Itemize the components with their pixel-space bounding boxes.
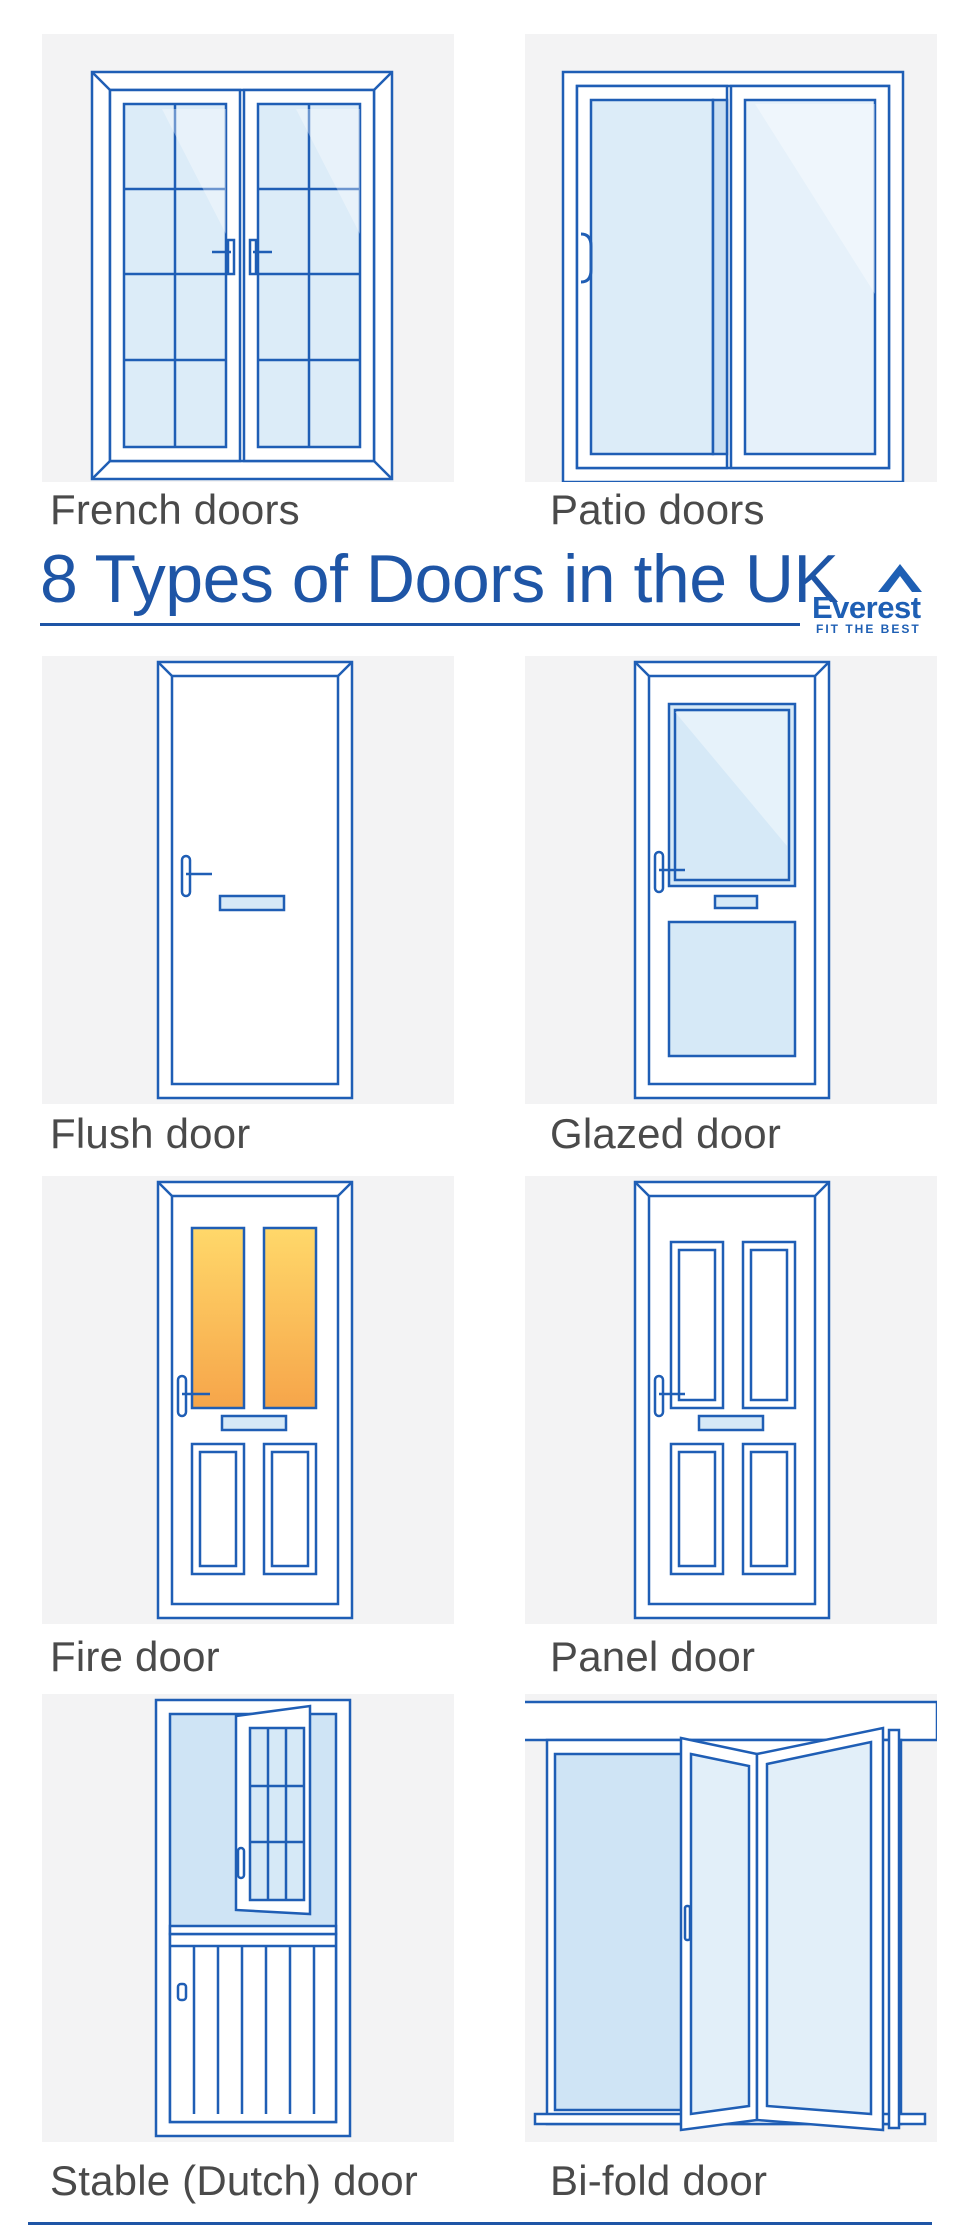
flush-door-label: Flush door [50,1110,251,1157]
patio-doors-illustration [561,70,905,482]
panel-door-illustration [633,1180,831,1620]
panel-door-label: Panel door [550,1633,756,1680]
fire-door-label: Fire door [50,1633,220,1680]
title-underline [40,623,800,626]
flush-door-illustration [156,660,354,1100]
logo-name: Everest [812,590,921,625]
bifold-door-tile [525,1694,937,2142]
fire-door-tile [42,1176,454,1624]
glazed-door-label: Glazed door [550,1110,782,1157]
fire-door-illustration [156,1180,354,1620]
glazed-door-tile [525,656,937,1104]
flush-door-tile [42,656,454,1104]
stable-door-tile [42,1694,454,2142]
panel-door-tile [525,1176,937,1624]
glazed-door-illustration [633,660,831,1100]
everest-logo: Everest FIT THE BEST [812,564,932,636]
french-doors-illustration [90,70,394,481]
mountain-peak-icon [878,564,922,592]
logo-tagline: FIT THE BEST [816,622,921,636]
stable-door-label: Stable (Dutch) door [50,2157,418,2204]
french-doors-tile [42,34,454,482]
bifold-door-illustration [525,1700,937,2132]
patio-doors-label: Patio doors [550,486,765,533]
stable-door-illustration [154,1698,352,2138]
footer-rule [28,2222,932,2225]
patio-doors-tile [525,34,937,482]
page-title: 8 Types of Doors in the UK [40,541,839,617]
bifold-door-label: Bi-fold door [550,2157,768,2204]
french-doors-label: French doors [50,486,300,533]
